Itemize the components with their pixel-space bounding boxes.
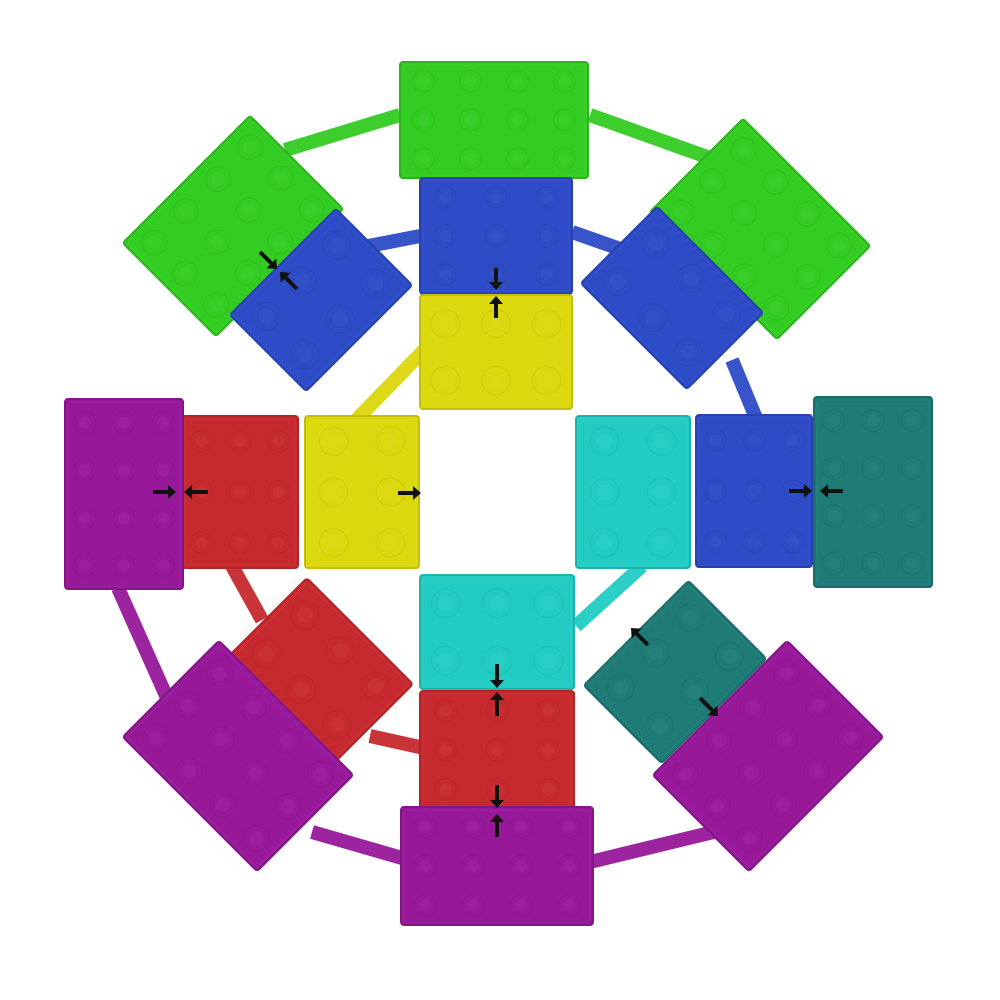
arrow-icon-blue-teal-right-2 xyxy=(820,484,843,498)
link-purple-bottom-to-purple-lower-right xyxy=(588,823,724,869)
link-green-top-to-green-upper-left xyxy=(282,108,403,157)
block-red-left xyxy=(181,415,299,569)
block-red-bottom xyxy=(419,690,575,810)
block-cyan-right xyxy=(575,415,691,569)
arrow-icon-cyan-red-bottom-1 xyxy=(490,664,504,688)
block-yellow-left xyxy=(304,415,420,569)
arrow-icon-purple-red-left-2 xyxy=(184,485,208,499)
link-purple-left-to-purple-lower-left xyxy=(111,585,175,703)
arrow-icon-blue-teal-right-1 xyxy=(789,484,812,498)
arrow-icon-green-blue-top-2 xyxy=(489,296,503,318)
arrow-icon-green-blue-upper-left-2 xyxy=(280,272,299,291)
block-green-top xyxy=(399,61,589,179)
block-cyan-bottom xyxy=(419,574,575,690)
arrow-icon-red-purple-bottom-2 xyxy=(490,814,504,837)
arrow-icon-yellow-left-inward-1 xyxy=(398,486,421,500)
link-yellow-top-to-yellow-left xyxy=(350,341,434,425)
arrow-icon-teal-lower-right-pair-2 xyxy=(698,696,718,716)
block-blue-top xyxy=(419,177,573,295)
link-green-top-to-green-upper-right xyxy=(587,108,713,165)
arrow-icon-green-blue-upper-left-1 xyxy=(258,250,277,269)
block-purple-lower-right xyxy=(652,640,884,872)
link-purple-lower-left-to-purple-bottom xyxy=(310,825,404,865)
link-red-lower-left-to-red-bottom xyxy=(368,729,426,755)
arrow-icon-cyan-red-bottom-2 xyxy=(490,692,504,716)
arrow-icon-teal-lower-right-pair-1 xyxy=(631,628,650,647)
arrows-layer xyxy=(153,250,843,837)
arrow-icon-purple-red-left-1 xyxy=(153,485,176,499)
block-blue-right xyxy=(695,414,813,568)
blocks-layer xyxy=(64,61,933,926)
block-yellow-top xyxy=(419,294,573,410)
block-blue-upper-left xyxy=(230,209,412,391)
block-purple-lower-left xyxy=(122,640,354,872)
arrow-icon-red-purple-bottom-1 xyxy=(490,785,504,808)
block-teal-right xyxy=(813,396,933,588)
link-blue-upper-right-to-blue-right xyxy=(725,357,763,421)
block-purple-bottom xyxy=(400,806,594,926)
block-purple-left xyxy=(64,398,184,590)
link-cyan-right-to-cyan-bottom xyxy=(571,560,647,632)
arrow-icon-green-blue-top-1 xyxy=(489,268,503,290)
block-blue-upper-right xyxy=(581,207,763,389)
links-layer xyxy=(111,108,763,869)
link-red-left-to-red-lower-left xyxy=(225,562,269,624)
